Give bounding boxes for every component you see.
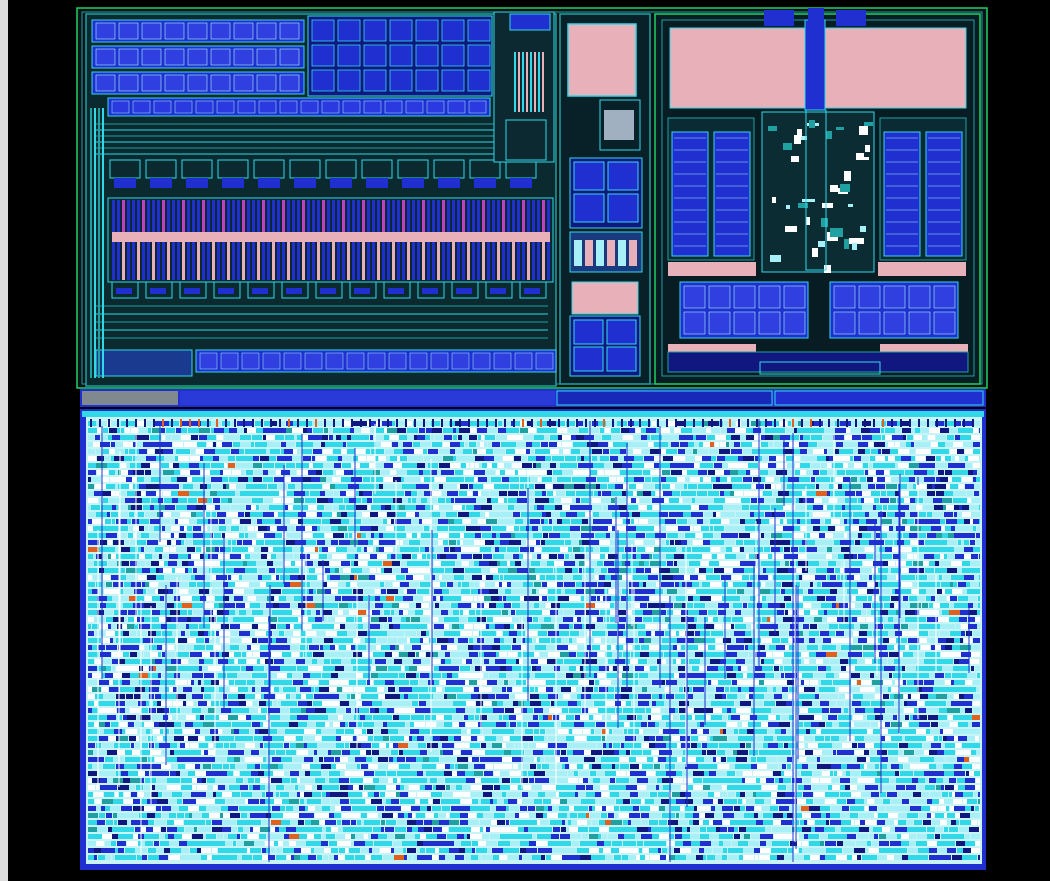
right-power-rail <box>982 409 986 868</box>
io-strip <box>82 411 984 417</box>
viewer-left-gutter <box>0 0 8 881</box>
left-power-rail <box>80 409 86 868</box>
middle-pink-block <box>567 23 637 97</box>
bottom-power-rail <box>80 864 986 870</box>
analog-region <box>76 7 988 407</box>
digital-core-region <box>80 409 986 870</box>
